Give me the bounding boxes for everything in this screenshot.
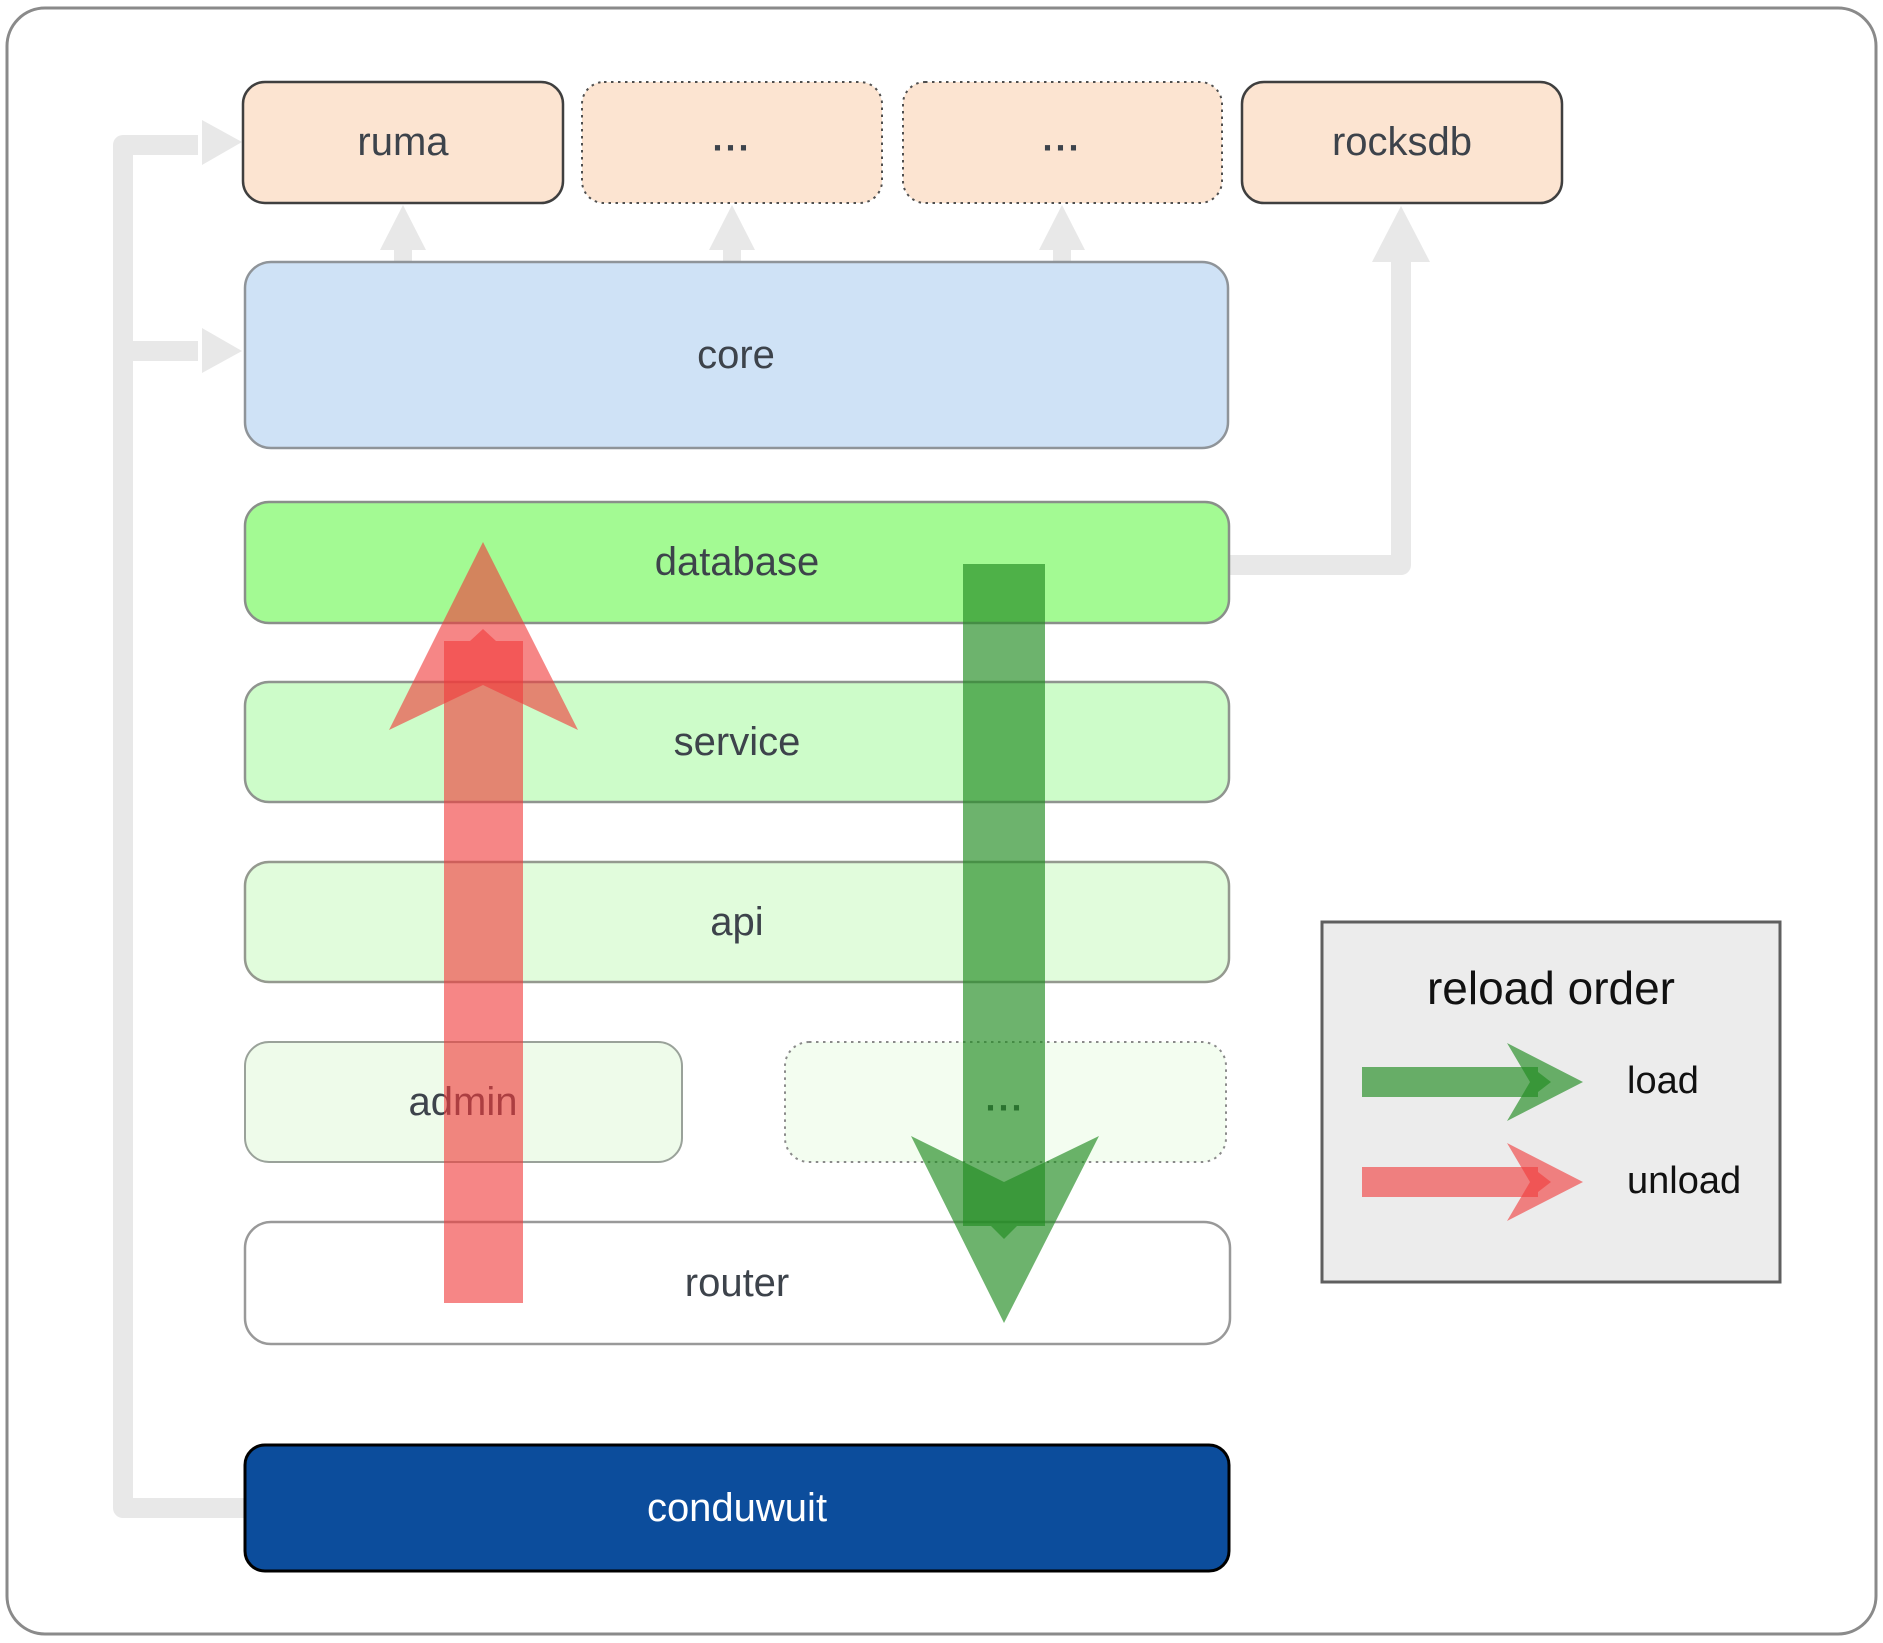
- unload-arrow-icon: [389, 542, 578, 1303]
- node-ruma: ruma: [241, 80, 565, 205]
- node-core-label: core: [697, 333, 775, 377]
- node-api-label: api: [710, 900, 763, 944]
- node-database: database: [243, 500, 1231, 625]
- connector-database-rocksdb: [1229, 206, 1430, 575]
- diagram-frame: [5, 6, 1878, 1636]
- legend-title: reload order: [1427, 962, 1675, 1014]
- arrowhead-to-rocksdb-icon: [1372, 206, 1430, 262]
- legend-box: [1320, 920, 1782, 1284]
- node-router: router: [243, 1220, 1232, 1346]
- legend-load-arrow-icon: [1362, 1043, 1583, 1121]
- connector-right-path: [1229, 262, 1411, 575]
- connector-left-path: [113, 135, 245, 1518]
- node-service: service: [243, 680, 1231, 804]
- legend: reload order load unload: [1320, 920, 1782, 1284]
- legend-unload-label: unload: [1627, 1160, 1741, 1202]
- arrow-core-to-dots2-icon: [1039, 205, 1085, 263]
- node-router-label: router: [685, 1261, 790, 1305]
- node-ruma-label: ruma: [357, 120, 449, 164]
- arrowhead-to-ruma-icon: [202, 120, 242, 165]
- node-core: core: [243, 260, 1230, 450]
- load-arrow-icon: [911, 564, 1099, 1323]
- node-conduwuit-label: conduwuit: [647, 1486, 827, 1530]
- node-conduwuit: conduwuit: [243, 1443, 1231, 1573]
- node-api: api: [243, 860, 1231, 984]
- node-dots-top-1: ...: [581, 81, 883, 204]
- node-dots-top-2-label: ...: [1042, 118, 1081, 159]
- arrow-core-to-dots1-icon: [709, 205, 755, 263]
- node-rocksdb: rocksdb: [1240, 80, 1564, 205]
- node-database-label: database: [655, 540, 820, 584]
- legend-load-label: load: [1627, 1060, 1699, 1102]
- arrowhead-to-core-icon: [202, 328, 242, 373]
- node-service-label: service: [674, 720, 801, 764]
- connector-conduwuit-feedback: [113, 120, 245, 1518]
- connector-core-to-deps: [380, 205, 1085, 263]
- node-dots-top-2: ...: [902, 81, 1223, 204]
- node-rocksdb-label: rocksdb: [1332, 120, 1472, 164]
- arrow-core-to-ruma-icon: [380, 205, 426, 263]
- node-dots-top-1-label: ...: [712, 118, 751, 159]
- legend-unload-arrow-icon: [1362, 1143, 1583, 1221]
